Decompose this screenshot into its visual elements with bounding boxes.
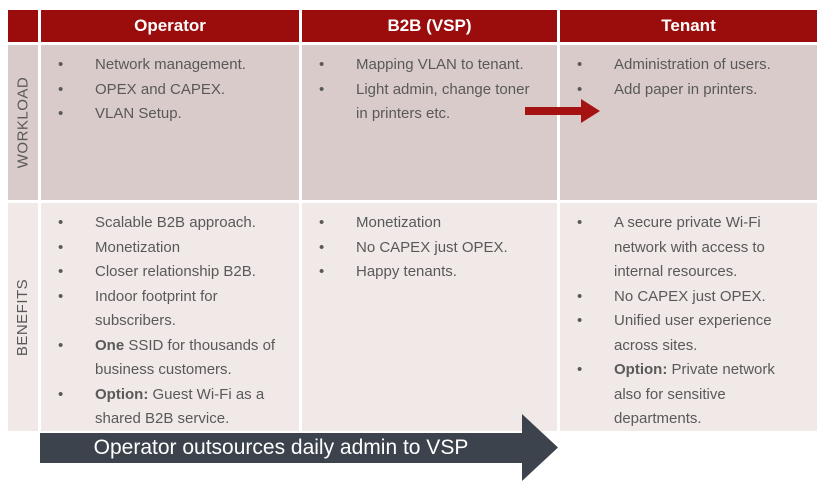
bullet-item: Option: Private network also for sensiti… [560, 358, 795, 431]
bullet-item: Light admin, change toner in printers et… [302, 78, 535, 127]
column-header-b2b-vsp: B2B (VSP) [302, 10, 557, 42]
cell-workload-tenant: Administration of users.Add paper in pri… [560, 45, 817, 200]
bullet-item: A secure private Wi-Fi network with acce… [560, 211, 795, 285]
bullet-item: Option: Guest Wi-Fi as a shared B2B serv… [41, 383, 277, 432]
bullet-list: A secure private Wi-Fi network with acce… [560, 211, 795, 431]
bullet-item: Unified user experience across sites. [560, 309, 795, 358]
bullet-item: VLAN Setup. [41, 102, 277, 127]
column-header-tenant: Tenant [560, 10, 817, 42]
bullet-item: Network management. [41, 53, 277, 78]
bullet-item: Closer relationship B2B. [41, 260, 277, 285]
bullet-item: OPEX and CAPEX. [41, 78, 277, 103]
bullet-list: Administration of users.Add paper in pri… [560, 53, 795, 102]
bullet-list: Scalable B2B approach.MonetizationCloser… [41, 211, 277, 431]
bullet-item: No CAPEX just OPEX. [302, 236, 535, 261]
column-header-operator: Operator [41, 10, 299, 42]
bullet-item: Mapping VLAN to tenant. [302, 53, 535, 78]
row-label-workload: WORKLOAD [8, 45, 38, 200]
cell-workload-b2b-vsp: Mapping VLAN to tenant.Light admin, chan… [302, 45, 557, 200]
bullet-item: Indoor footprint for subscribers. [41, 285, 277, 334]
bullet-item: Add paper in printers. [560, 78, 795, 103]
bullet-item: Happy tenants. [302, 260, 535, 285]
bullet-item: Monetization [41, 236, 277, 261]
bullet-item: No CAPEX just OPEX. [560, 285, 795, 310]
bullet-item: Monetization [302, 211, 535, 236]
cell-workload-operator: Network management.OPEX and CAPEX.VLAN S… [41, 45, 299, 200]
cell-benefits-operator: Scalable B2B approach.MonetizationCloser… [41, 203, 299, 431]
bullet-item: Scalable B2B approach. [41, 211, 277, 236]
table-corner-cell [8, 10, 38, 42]
bullet-list: Mapping VLAN to tenant.Light admin, chan… [302, 53, 535, 127]
outsource-arrow-label: Operator outsources daily admin to VSP [93, 436, 469, 459]
cell-benefits-tenant: A secure private Wi-Fi network with acce… [560, 203, 817, 431]
row-label-benefits-text: BENEFITS [14, 278, 32, 356]
cell-benefits-b2b-vsp: MonetizationNo CAPEX just OPEX.Happy ten… [302, 203, 557, 431]
outsource-arrow-banner: Operator outsources daily admin to VSP [40, 414, 558, 481]
bullet-list: MonetizationNo CAPEX just OPEX.Happy ten… [302, 211, 535, 285]
handover-right-arrow-icon [525, 99, 600, 123]
comparison-table: Operator B2B (VSP) Tenant WORKLOAD Netwo… [8, 10, 817, 431]
bullet-item: Administration of users. [560, 53, 795, 78]
right-arrow-shape-icon [40, 414, 558, 481]
bullet-item: One SSID for thousands of business custo… [41, 334, 277, 383]
row-label-workload-text: WORKLOAD [14, 76, 32, 169]
bullet-list: Network management.OPEX and CAPEX.VLAN S… [41, 53, 277, 127]
row-label-benefits: BENEFITS [8, 203, 38, 431]
